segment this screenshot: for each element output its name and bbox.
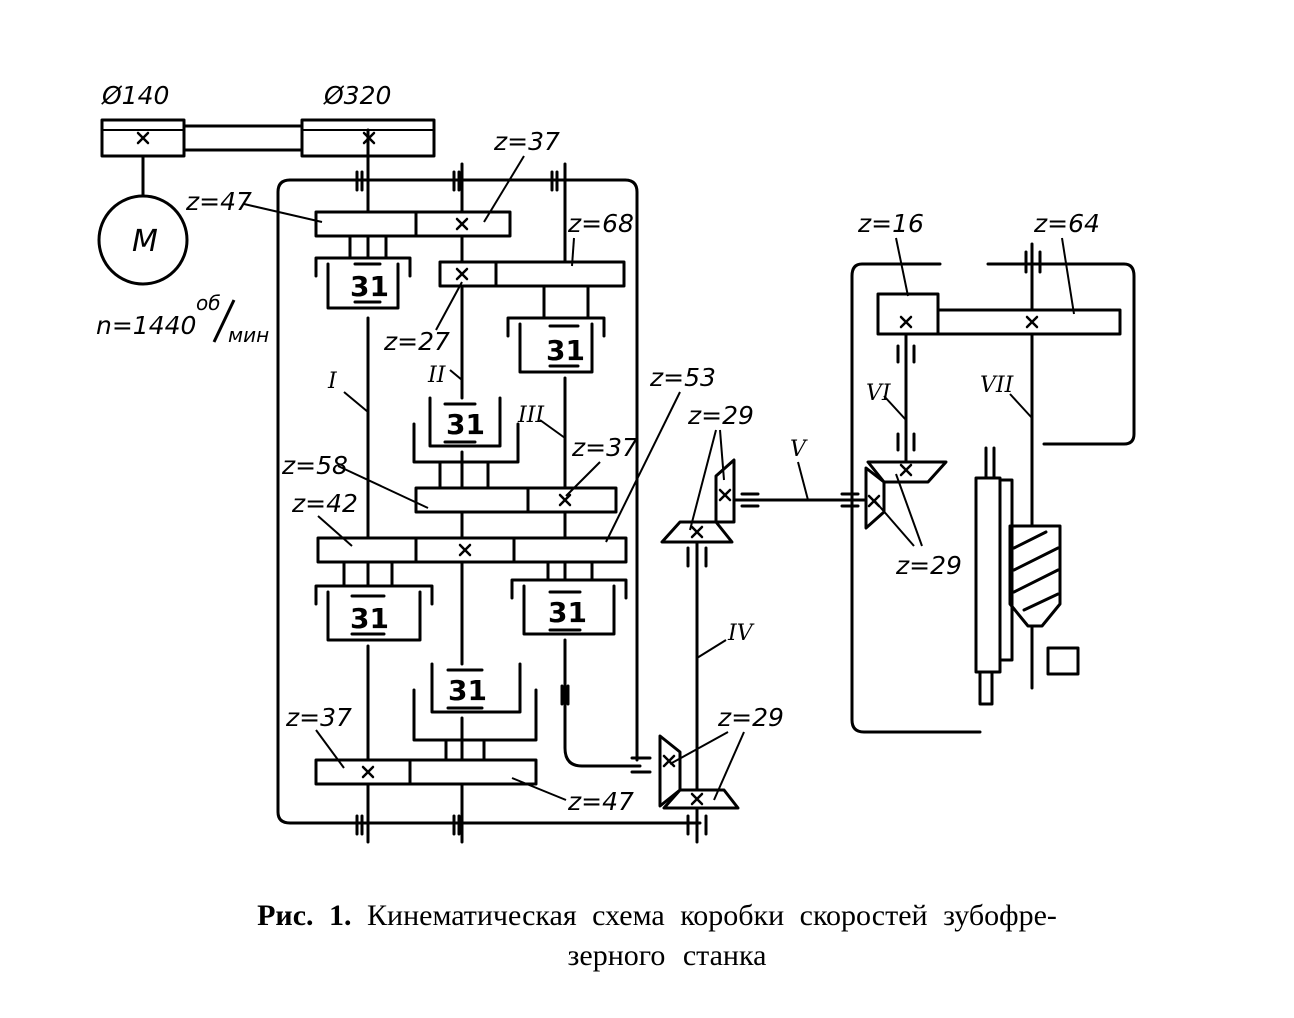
- shaft-IV: [686, 528, 708, 844]
- bevel-gear-upper-horizontal: [660, 520, 734, 544]
- gear-label-z53: z=53: [649, 363, 716, 392]
- clutch-2: [506, 284, 606, 374]
- hob-cutter: [1008, 524, 1062, 628]
- clutch-4: [314, 560, 434, 642]
- shaft-VI: [896, 328, 916, 468]
- gear-label-z42: z=42: [291, 489, 358, 518]
- pulley-label-small: Ø140: [101, 81, 169, 110]
- gear-block-z58-z37: [414, 486, 618, 514]
- motor-label: M: [132, 224, 158, 259]
- gear-label-z37-mid: z=37: [571, 433, 638, 462]
- motor-speed-unit-num: об: [196, 291, 221, 315]
- kinematic-scheme: Ø140 Ø320 M n=1440 об мин 31 31 31 31 31…: [96, 81, 1136, 844]
- gear-label-z68: z=68: [567, 209, 634, 238]
- clutch-label-3: 31: [446, 408, 485, 441]
- gear-label-z37-bot: z=37: [285, 703, 352, 732]
- shaft-label-IV: IV: [727, 621, 755, 646]
- unit-slash: [212, 299, 236, 343]
- bevel-gear-lower-horizontal: [662, 788, 740, 810]
- belt-drive: [100, 118, 436, 198]
- gear-z16: [876, 292, 940, 336]
- clutch-3: [412, 396, 520, 490]
- motor: [97, 194, 189, 286]
- bevel-gear-VI-horizontal: [866, 460, 948, 484]
- clutch-label-1: 31: [350, 270, 389, 303]
- gear-block-z42-z53: [316, 536, 628, 564]
- gear-label-z58: z=58: [281, 451, 348, 480]
- motor-speed-unit-den: мин: [228, 323, 269, 347]
- gear-block-z27-z68: [438, 260, 626, 288]
- hob-head-housing: [850, 262, 982, 734]
- shaft-III: [550, 162, 652, 774]
- gear-label-z29-lower: z=29: [717, 703, 784, 732]
- workpiece-block: [1046, 646, 1080, 676]
- gear-label-z64: z=64: [1033, 209, 1100, 238]
- hob-slide: [974, 446, 1014, 706]
- shaft-label-III: III: [517, 403, 545, 428]
- gear-label-z47-bot: z=47: [567, 787, 634, 816]
- shaft-label-V: V: [790, 437, 808, 462]
- shaft-VII: [988, 242, 1042, 690]
- clutch-1: [314, 234, 412, 310]
- caption-prefix: Рис. 1.: [257, 899, 352, 932]
- gear-label-z29-upper: z=29: [687, 401, 754, 430]
- gear-z64: [936, 308, 1122, 336]
- shaft-label-VII: VII: [980, 373, 1015, 398]
- shaft-V: [732, 492, 868, 508]
- shaft-I: [355, 128, 370, 844]
- shaft-label-II: II: [427, 363, 447, 388]
- gear-label-z29-right: z=29: [895, 551, 962, 580]
- gear-label-z27: z=27: [383, 327, 450, 356]
- shaft-label-I: I: [327, 369, 338, 394]
- clutch-label-6: 31: [448, 674, 487, 707]
- gear-block-z37-z47: [314, 758, 538, 786]
- pulley-label-large: Ø320: [323, 81, 391, 110]
- gearbox-housing: [276, 178, 702, 825]
- gear-label-z16: z=16: [857, 209, 924, 238]
- bevel-gear-upper-vertical: [714, 458, 736, 524]
- caption-line-1: Кинематическая схема коробки скоростей з…: [367, 899, 1057, 932]
- caption-line-2: зерного станка: [567, 939, 767, 972]
- clutch-5: [510, 560, 628, 636]
- figure-caption: Рис. 1. Кинематическая схема коробки ско…: [0, 896, 1294, 976]
- clutch-6: [412, 662, 538, 762]
- shaft-label-VI: VI: [866, 381, 892, 406]
- gear-block-z47-z37: [314, 210, 512, 238]
- gear-label-z37-top: z=37: [493, 127, 560, 156]
- motor-speed: n=1440: [96, 311, 196, 340]
- clutch-label-5: 31: [548, 596, 587, 629]
- gear-label-z47-top: z=47: [185, 187, 252, 216]
- clutch-label-2: 31: [546, 334, 585, 367]
- clutch-label-4: 31: [350, 602, 389, 635]
